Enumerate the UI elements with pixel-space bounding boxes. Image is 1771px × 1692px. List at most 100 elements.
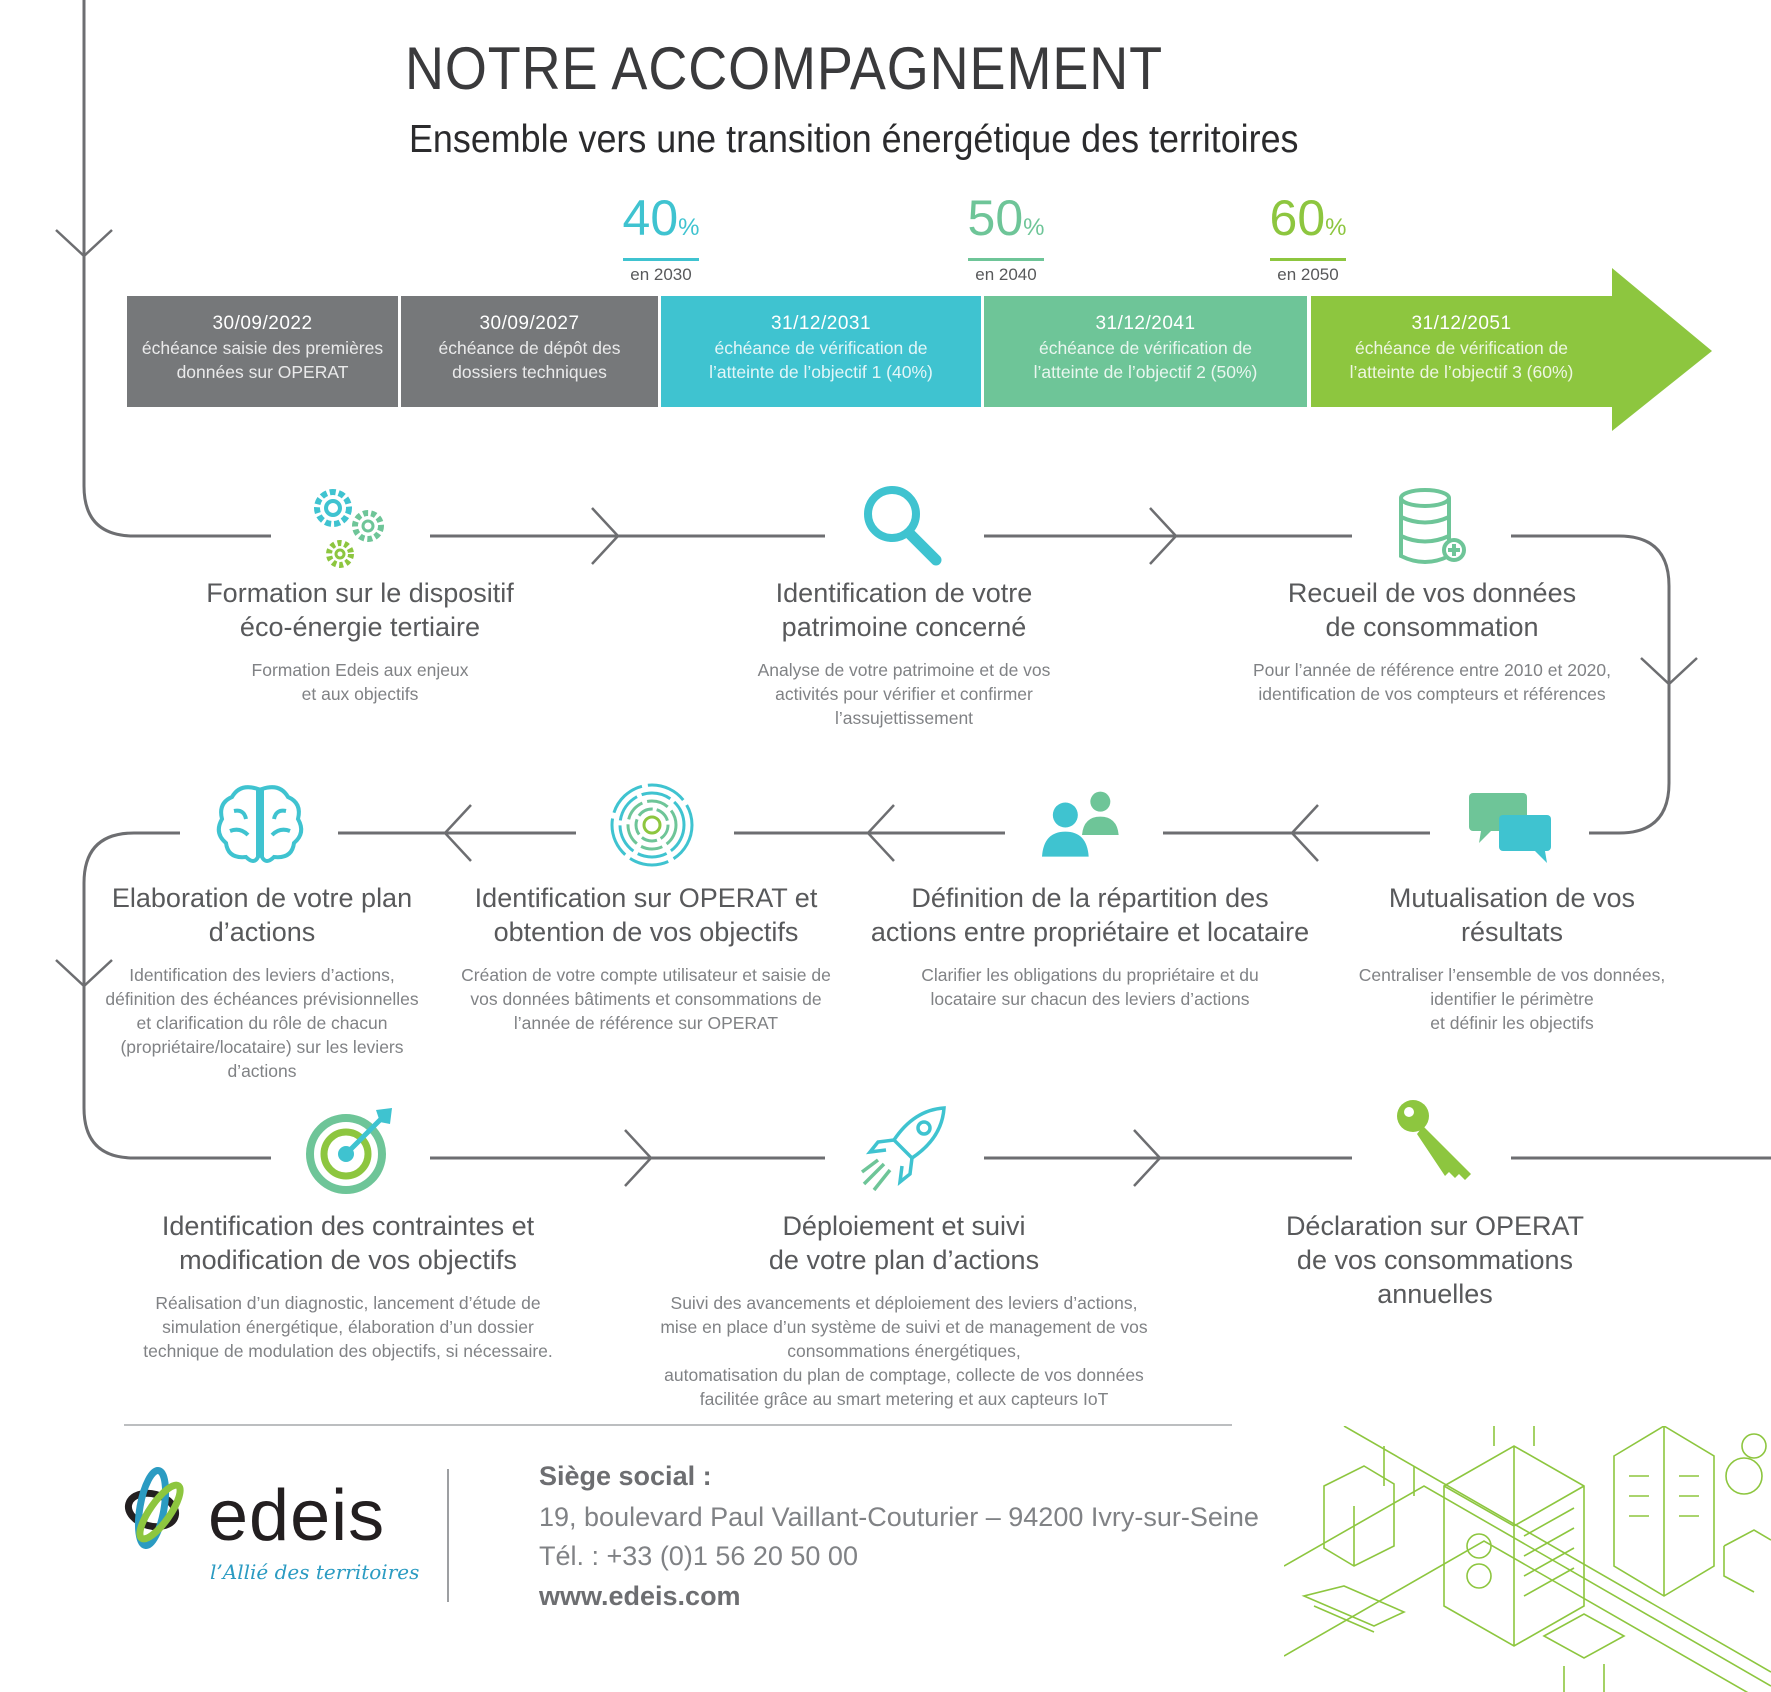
description-line: et aux objectifs — [301, 684, 419, 704]
step-title: Elaboration de votre plan — [111, 883, 413, 913]
description-line: et clarification du rôle de chacun — [136, 1013, 388, 1033]
target-underline — [968, 258, 1044, 261]
target-year: en 2050 — [1277, 265, 1339, 284]
description-line: technique de modulation des objectifs, s… — [143, 1341, 553, 1361]
step-title: de vos consommations — [1296, 1245, 1574, 1275]
target-2030: 40% en 2030 — [601, 190, 721, 285]
fingerprint-icon — [610, 783, 694, 867]
step-title: Définition de la répartition des — [911, 883, 1269, 913]
gears-icon — [314, 489, 384, 568]
timeline-arrowhead — [1311, 268, 1712, 431]
people-icon — [1042, 791, 1119, 857]
step-title: Identification des contraintes et — [161, 1211, 535, 1241]
milestone-text: échéance de vérification de — [1038, 338, 1253, 358]
step-title: de votre plan d’actions — [768, 1245, 1040, 1275]
description-line: Pour l’année de référence entre 2010 et … — [1252, 660, 1612, 680]
target-value: 60 — [1269, 190, 1326, 246]
hq-address: 19, boulevard Paul Vaillant-Couturier – … — [539, 1502, 1259, 1532]
milestone-date: 30/09/2027 — [479, 313, 580, 334]
description-line: et définir les objectifs — [1430, 1013, 1594, 1033]
target-year: en 2030 — [630, 265, 692, 284]
description-line: Centraliser l’ensemble de vos données, — [1358, 965, 1666, 985]
milestone-date: 31/12/2041 — [1095, 313, 1196, 334]
hq-phone: Tél. : +33 (0)1 56 20 50 00 — [539, 1541, 858, 1571]
step-description: Pour l’année de référence entre 2010 et … — [1202, 658, 1662, 706]
milestone-text: l’atteinte de l’objectif 2 (50%) — [1033, 362, 1258, 382]
timeline-milestone: 31/12/2041 échéance de vérification de l… — [984, 296, 1307, 407]
step-repartition: Définition de la répartition des actions… — [840, 881, 1340, 1011]
description-line: l’année de référence sur OPERAT — [513, 1013, 779, 1033]
step-title: résultats — [1460, 917, 1564, 947]
step-description: Clarifier les obligations du propriétair… — [840, 963, 1340, 1011]
step-recueil-donnees: Recueil de vos données de consommation P… — [1202, 576, 1662, 706]
edeis-tagline: l’Allié des territoires — [210, 1560, 420, 1584]
description-line: locataire sur chacun des leviers d’actio… — [930, 989, 1250, 1009]
step-identification-patrimoine: Identification de votre patrimoine conce… — [684, 576, 1124, 730]
step-deploiement: Déploiement et suivi de votre plan d’act… — [624, 1209, 1184, 1411]
step-operat-objectifs: Identification sur OPERAT et obtention d… — [426, 881, 866, 1035]
description-line: Formation Edeis aux enjeux — [251, 660, 469, 680]
step-description: Suivi des avancements et déploiement des… — [624, 1291, 1184, 1411]
step-title: Recueil de vos données — [1287, 578, 1577, 608]
target-unit: % — [678, 214, 700, 241]
timeline-milestone: 30/09/2027 échéance de dépôt des dossier… — [401, 296, 658, 407]
step-title: Déclaration sur OPERAT — [1285, 1211, 1585, 1241]
step-contraintes: Identification des contraintes et modifi… — [128, 1209, 568, 1363]
website-link[interactable]: www.edeis.com — [539, 1581, 741, 1611]
description-line: Identification des leviers d’actions, — [129, 965, 395, 985]
step-title: Identification de votre — [775, 578, 1033, 608]
milestone-text: échéance de vérification de — [1354, 338, 1569, 358]
target-underline — [623, 258, 699, 261]
hq-label: Siège social : — [539, 1461, 712, 1491]
step-description: Réalisation d’un diagnostic, lancement d… — [128, 1291, 568, 1363]
milestone-text: données sur OPERAT — [176, 362, 349, 382]
step-title: actions entre propriétaire et locataire — [870, 917, 1310, 947]
step-title: de consommation — [1325, 612, 1539, 642]
description-line: mise en place d’un système de suivi et d… — [660, 1317, 1148, 1337]
step-description: Création de votre compte utilisateur et … — [426, 963, 866, 1035]
step-title: Déploiement et suivi — [782, 1211, 1026, 1241]
step-title: modification de vos objectifs — [179, 1245, 517, 1275]
description-line: d’actions — [227, 1061, 297, 1081]
timeline-milestone: 31/12/2031 échéance de vérification de l… — [661, 296, 981, 407]
chat-bubbles-icon — [1469, 793, 1551, 863]
database-icon — [1399, 488, 1466, 564]
milestone-text: l’atteinte de l’objectif 3 (60%) — [1349, 362, 1574, 382]
description-line: vos données bâtiments et consommations d… — [470, 989, 822, 1009]
milestone-date: 31/12/2031 — [770, 313, 872, 334]
description-line: Suivi des avancements et déploiement des… — [670, 1293, 1138, 1313]
milestone-text: échéance de vérification de — [714, 338, 928, 358]
description-line: (propriétaire/locataire) sur les leviers — [120, 1037, 404, 1057]
description-line: Création de votre compte utilisateur et … — [461, 965, 831, 985]
edeis-logo-mark — [124, 1467, 184, 1549]
description-line: consommations énergétiques, — [787, 1341, 1021, 1361]
footer-divider — [124, 1424, 1232, 1426]
target-unit: % — [1325, 214, 1347, 241]
description-line: simulation énergétique, élaboration d’un… — [162, 1317, 534, 1337]
milestone-text: dossiers techniques — [452, 362, 607, 382]
step-plan-actions: Elaboration de votre plan d’actions Iden… — [72, 881, 452, 1083]
step-title: Identification sur OPERAT et — [474, 883, 818, 913]
milestone-date: 30/09/2022 — [212, 313, 313, 334]
step-title: obtention de vos objectifs — [493, 917, 799, 947]
target-year: en 2040 — [975, 265, 1037, 284]
page-subtitle: Ensemble vers une transition énergétique… — [409, 118, 1299, 161]
target-value: 40 — [622, 190, 679, 246]
timeline-milestone: 30/09/2022 échéance saisie des premières… — [127, 296, 398, 407]
step-description: Formation Edeis aux enjeux et aux objecti… — [140, 658, 580, 706]
edeis-logo-text: edeis — [208, 1476, 386, 1556]
description-line: automatisation du plan de comptage, coll… — [664, 1365, 1144, 1385]
target-value: 50 — [967, 190, 1024, 246]
timeline-milestone: 31/12/2051 échéance de vérification de l… — [1311, 296, 1612, 407]
step-description: Identification des leviers d’actions,déf… — [72, 963, 452, 1083]
milestone-text: l’atteinte de l’objectif 1 (40%) — [709, 362, 933, 382]
step-mutualisation: Mutualisation de vos résultats Centralis… — [1292, 881, 1732, 1035]
description-line: Clarifier les obligations du propriétair… — [921, 965, 1259, 985]
rocket-icon — [860, 1106, 946, 1192]
description-line: identifier le périmètre — [1430, 989, 1594, 1009]
page-title: NOTRE ACCOMPAGNEMENT — [405, 35, 1164, 102]
description-line: l’assujettissement — [834, 708, 974, 728]
target-underline — [1270, 258, 1346, 261]
